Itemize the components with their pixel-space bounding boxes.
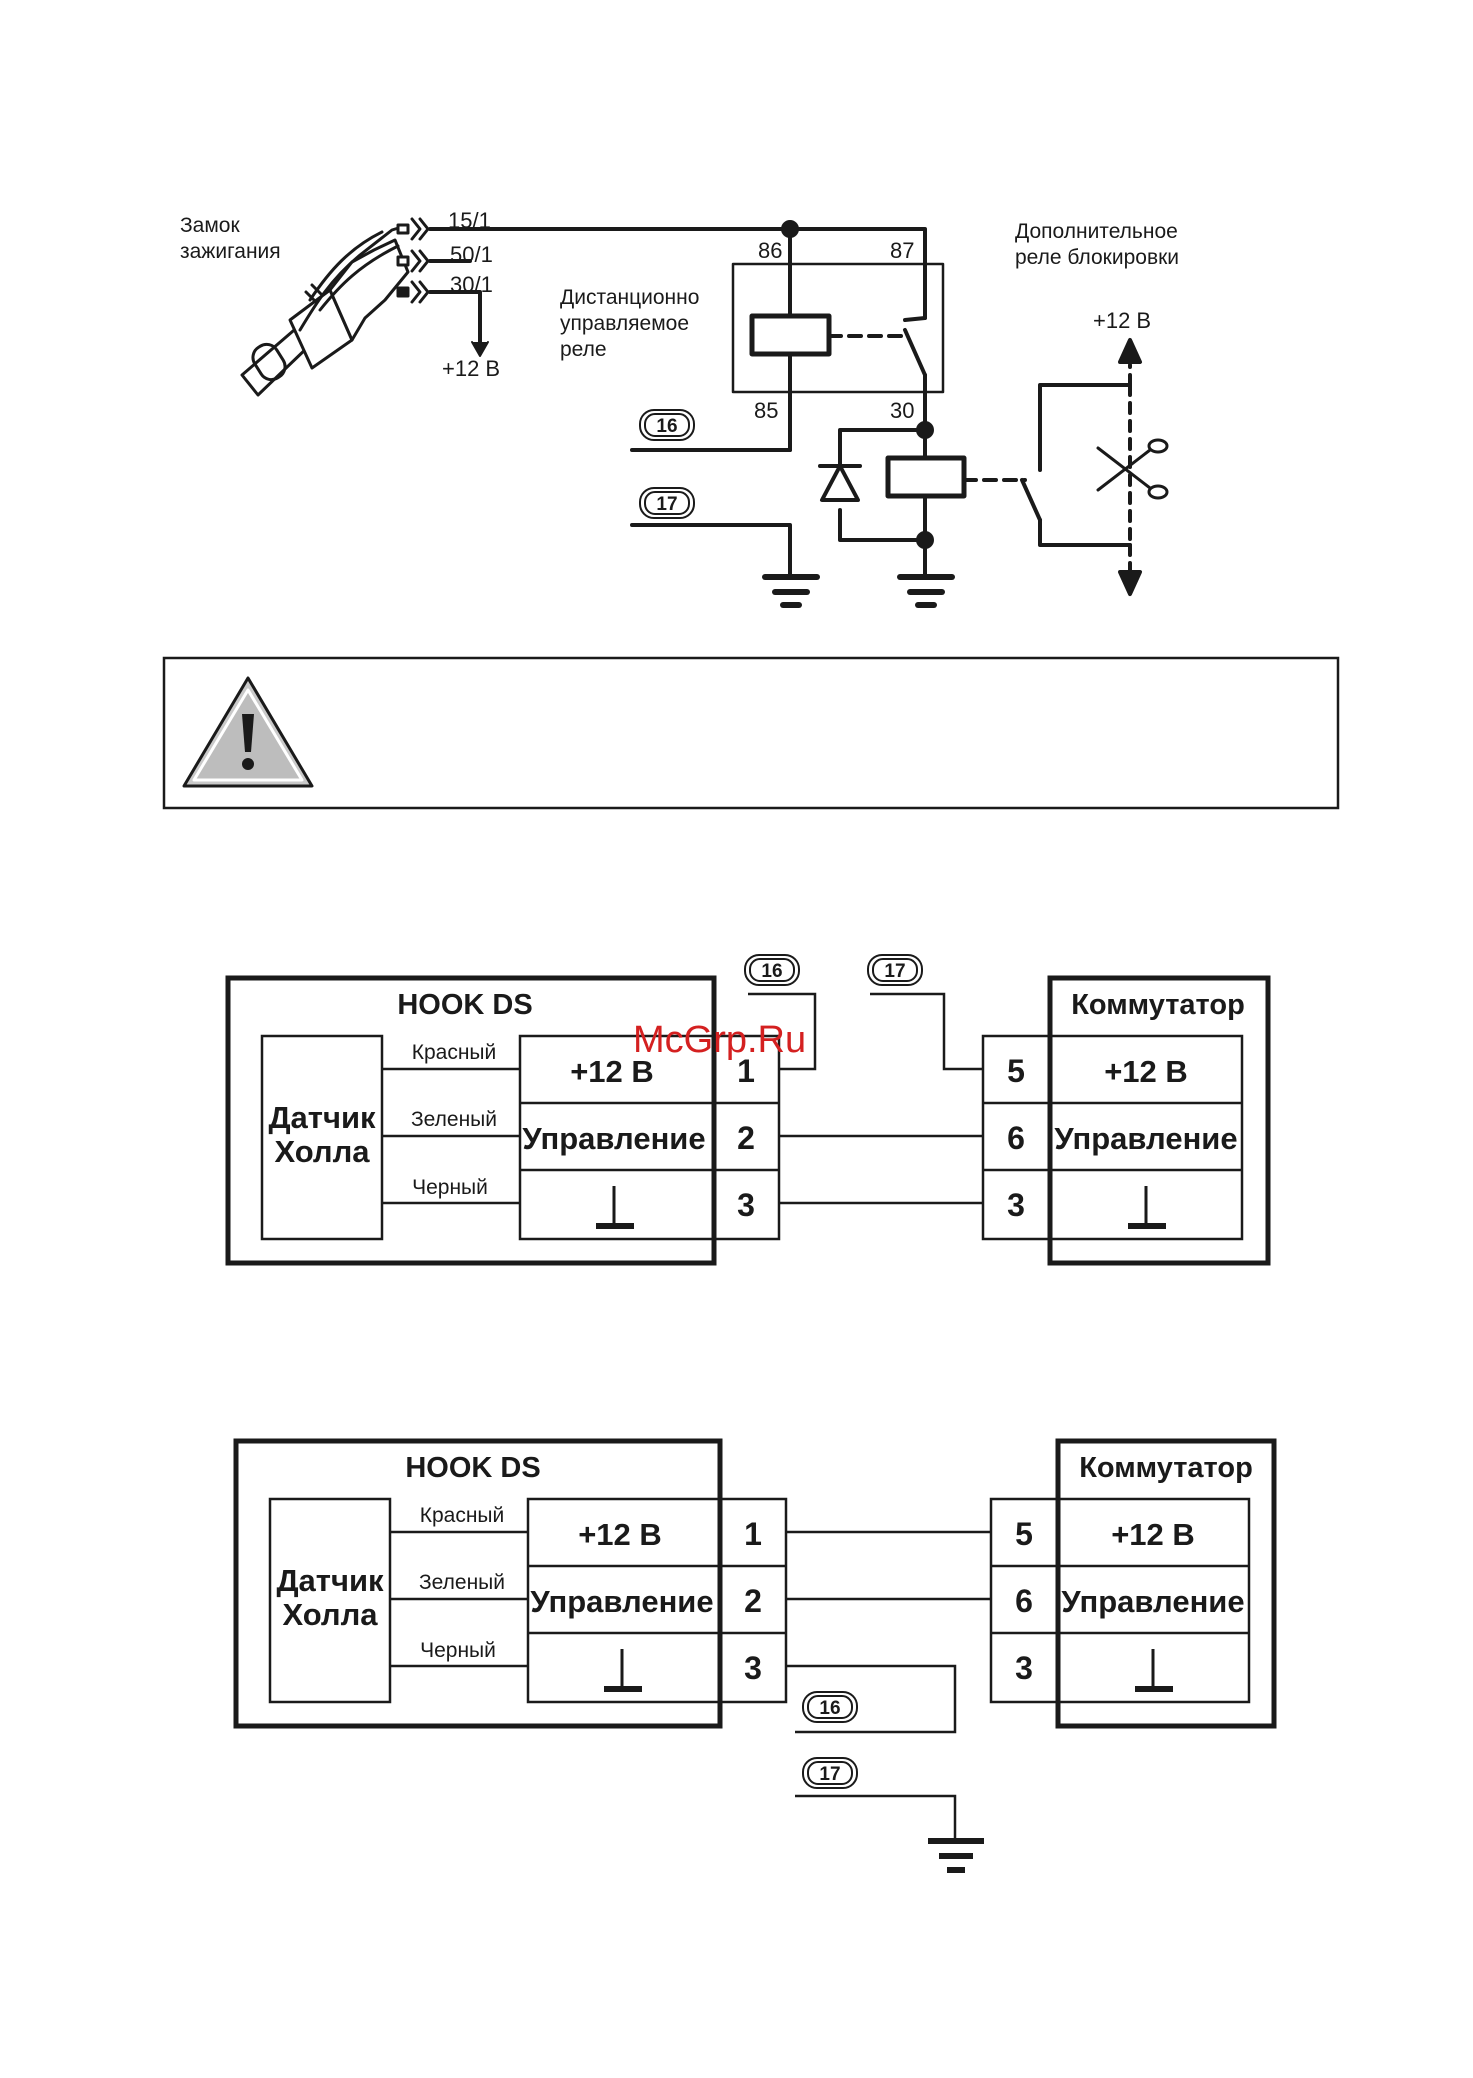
d1-sensor-line2: Холла (274, 1134, 370, 1169)
d2-right-ground-icon (1135, 1649, 1173, 1692)
svg-text:17: 17 (819, 1764, 840, 1785)
d2-sensor-line1: Датчик (276, 1563, 384, 1598)
d2-left-cell-supply: +12 В (578, 1517, 662, 1552)
extra-relay-label-line1: Дополнительное (1015, 220, 1178, 243)
ignition-key-icon (240, 224, 410, 397)
relay-pin-86: 86 (758, 238, 782, 263)
relay-pin-85: 85 (754, 398, 778, 423)
d1-left-cell-control: Управление (522, 1121, 705, 1156)
scissors-icon (1096, 438, 1169, 500)
d1-left-pin-2: 2 (737, 1120, 755, 1156)
top-schematic (240, 217, 1169, 608)
d2-right-pin-5: 5 (1015, 1516, 1033, 1552)
svg-text:17: 17 (884, 961, 905, 982)
relay-label-line3: реле (560, 338, 607, 361)
watermark: McGrp.Ru (633, 1019, 806, 1061)
d1-wire-green: Зеленый (411, 1108, 497, 1131)
d2-left-ground-icon (604, 1649, 642, 1692)
pin-30-1: 30/1 (450, 272, 493, 297)
d1-left-cell-supply: +12 В (570, 1054, 654, 1089)
relay-pin-30: 30 (890, 398, 914, 423)
top-labels: Замок зажигания 15/1 50/1 30/1 +12 В Дис… (180, 208, 1179, 519)
warning-box (162, 656, 1340, 810)
wire-badge-17-top: 17 (639, 487, 695, 519)
extra-supply-label: +12 В (1093, 308, 1151, 333)
d2-right-cell-supply: +12 В (1111, 1517, 1195, 1552)
extra-relay-label-line2: реле блокировки (1015, 246, 1179, 269)
svg-text:16: 16 (761, 961, 782, 982)
relay-pin-87: 87 (890, 238, 914, 263)
d2-sensor-line2: Холла (282, 1597, 378, 1632)
d2-left-title: HOOK DS (405, 1452, 540, 1484)
ignition-label-line1: Замок (180, 214, 240, 237)
d1-sensor-line1: Датчик (268, 1100, 376, 1135)
d1-right-pin-6: 6 (1007, 1120, 1025, 1156)
relay-label-line1: Дистанционно (560, 286, 699, 309)
d1-wire-black: Черный (412, 1176, 488, 1199)
svg-text:17: 17 (656, 494, 677, 515)
d2-wire-badge-16: 16 (802, 1691, 858, 1723)
d2-right-pin-6: 6 (1015, 1583, 1033, 1619)
d2-right-pin-3: 3 (1015, 1650, 1033, 1686)
d2-left-pin-1: 1 (744, 1516, 762, 1552)
pin-15-1: 15/1 (448, 208, 491, 233)
pin-50-1: 50/1 (450, 242, 493, 267)
d1-wire-red: Красный (412, 1041, 497, 1064)
d2-wire-black: Черный (420, 1639, 496, 1662)
ignition-label-line2: зажигания (180, 240, 281, 263)
d2-wire-red: Красный (420, 1504, 505, 1527)
remote-relay-box (731, 262, 945, 394)
d1-right-title: Коммутатор (1071, 989, 1245, 1021)
diagram-2: HOOK DS Датчик Холла Красный Зеленый Чер… (233, 1438, 1277, 1873)
d1-left-ground-icon (596, 1186, 634, 1229)
ignition-connectors (396, 217, 430, 304)
diagram-1: HOOK DS Датчик Холла Красный Зеленый Чер… (225, 954, 1271, 1266)
warning-triangle-icon (182, 676, 314, 788)
d1-wire-badge-17: 17 (867, 954, 923, 986)
d1-right-cell-control: Управление (1054, 1121, 1237, 1156)
d1-wire-badge-16: 16 (744, 954, 800, 986)
d2-wire-green: Зеленый (419, 1571, 505, 1594)
ignition-supply-label: +12 В (442, 356, 500, 381)
d2-left-cell-control: Управление (530, 1584, 713, 1619)
d1-right-pin-5: 5 (1007, 1053, 1025, 1089)
wire-badge-16-top: 16 (639, 409, 695, 441)
d1-left-pin-3: 3 (737, 1187, 755, 1223)
d2-right-cell-control: Управление (1061, 1584, 1244, 1619)
d2-left-pin-3: 3 (744, 1650, 762, 1686)
d2-right-title: Коммутатор (1079, 1452, 1253, 1484)
d2-left-pin-2: 2 (744, 1583, 762, 1619)
relay-label-line2: управляемое (560, 312, 689, 335)
d2-wire-badge-17: 17 (802, 1757, 858, 1789)
d1-left-pin-1: 1 (737, 1053, 755, 1089)
d1-right-cell-supply: +12 В (1104, 1054, 1188, 1089)
d1-right-ground-icon (1128, 1186, 1166, 1229)
diode-icon (820, 464, 860, 502)
svg-text:16: 16 (819, 1698, 840, 1719)
d1-left-title: HOOK DS (397, 989, 532, 1021)
svg-text:16: 16 (656, 416, 677, 437)
d1-right-pin-3: 3 (1007, 1187, 1025, 1223)
